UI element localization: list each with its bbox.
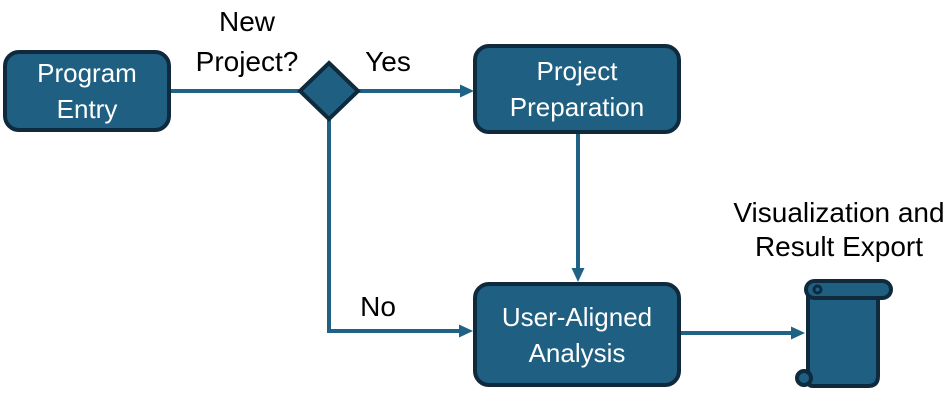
scroll-spiral [812,284,823,295]
scroll-label: Visualization and Result Export [733,197,945,262]
edge-analysis-to-export-arrowhead [791,326,805,340]
edge-yes-arrowhead [460,84,474,98]
node-project-preparation: Project Preparation [473,44,681,134]
edge-label-no: No [360,291,396,322]
scroll-body [806,290,880,388]
scroll-top-roll [804,279,893,300]
edge-no-line [327,119,460,333]
edge-label-yes: Yes [365,46,411,77]
decision-label: New Project? [195,6,299,77]
scroll-shape [795,279,893,388]
node-project-preparation-label: Project Preparation [509,56,645,122]
node-user-aligned-analysis-label: User-Aligned Analysis [501,301,653,368]
node-user-aligned-analysis: User-Aligned Analysis [473,282,681,387]
node-program-entry-label: Program Entry [37,58,137,124]
node-program-entry: Program Entry [3,50,171,132]
decision-diamond [297,60,361,122]
edge-no-arrowhead [459,324,473,338]
edge-prep-to-analysis-arrowhead [571,268,585,282]
scroll-bottom-curl [795,369,813,387]
